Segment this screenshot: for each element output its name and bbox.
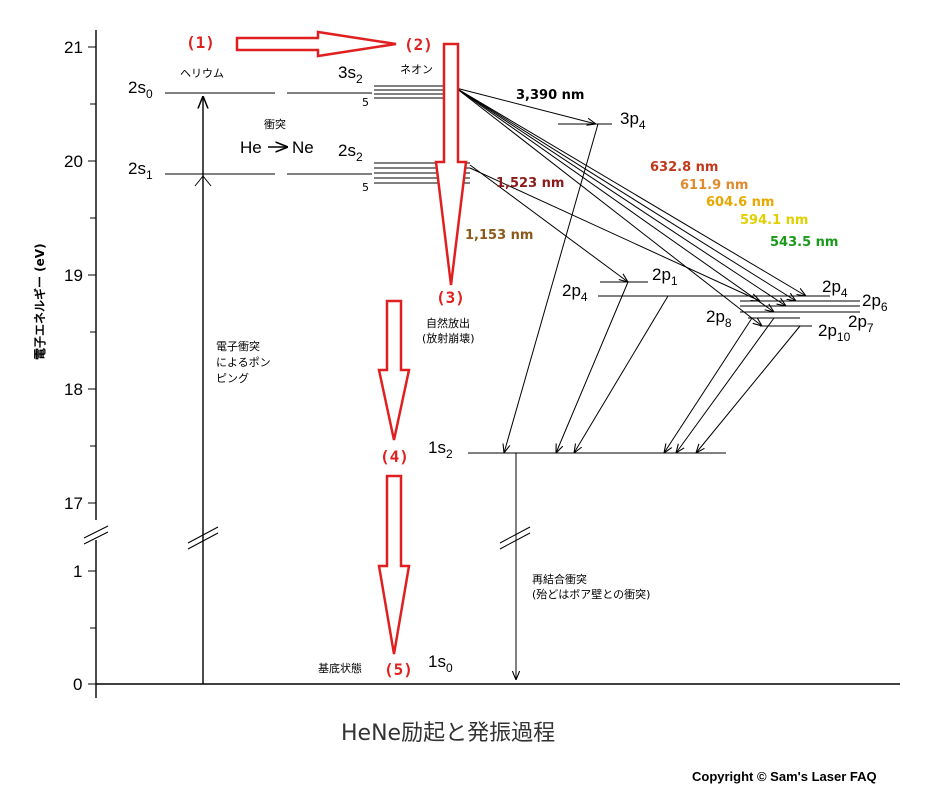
level-ne-1s2: 1s2 xyxy=(428,438,453,461)
collision-he: He xyxy=(240,138,262,157)
collision-label: 衝突 He Ne xyxy=(240,117,314,157)
collision-text: 衝突 xyxy=(264,117,286,131)
level-ne-1s0: 1s0 xyxy=(428,652,453,675)
level-ne-2s2: 2s2 xyxy=(338,141,363,164)
wavelength-3390: 3,390 nm xyxy=(516,88,584,103)
wavelength-labels: 3,390 nm 1,523 nm 1,153 nm 632.8 nm 611.… xyxy=(465,88,838,250)
process-arrow-1-to-2 xyxy=(235,30,397,58)
level-ne-2s2-count: 5 xyxy=(362,181,369,194)
recombination-break-mark xyxy=(499,526,531,544)
level-ne-3s2-count: 5 xyxy=(362,96,369,109)
recombination-label-1: 再結合衝突 xyxy=(532,572,587,586)
recombination-label-2: (殆どはボア壁との衝突) xyxy=(532,587,650,601)
spontaneous-label-2: (放射崩壊) xyxy=(422,331,475,345)
wavelength-1153: 1,153 nm xyxy=(465,228,533,243)
level-ne-2p7: 2p7 xyxy=(848,312,874,335)
collision-ne: Ne xyxy=(292,138,314,157)
wavelength-632: 632.8 nm xyxy=(650,160,718,175)
transition-3390 xyxy=(455,87,596,124)
copyright-notice: Copyright © Sam's Laser FAQ xyxy=(692,769,877,784)
transition-1153 xyxy=(469,167,760,301)
y-axis-label: 電子エネルギー (eV) xyxy=(32,243,47,360)
level-he-2s1: 2s1 xyxy=(128,159,153,182)
transition-611 xyxy=(455,87,796,301)
wavelength-604: 604.6 nm xyxy=(706,195,774,210)
spontaneous-label-1: 自然放出 xyxy=(426,316,470,330)
process-arrow-2-to-3 xyxy=(434,42,468,286)
helium-levels: 2s0 2s1 ヘリウム 電子衝突 によるポン ピング xyxy=(128,67,372,684)
step-5-label: (5) xyxy=(384,660,413,679)
tick-21: 21 xyxy=(64,38,83,57)
pumping-break-mark xyxy=(187,526,219,544)
pumping-label-1: 電子衝突 xyxy=(216,339,260,353)
transition-594 xyxy=(455,87,774,312)
annotations: 自然放出 (放射崩壊) 再結合衝突 (殆どはボア壁との衝突) 基底状態 xyxy=(318,316,650,675)
level-he-2s0: 2s0 xyxy=(128,78,153,101)
transition-543 xyxy=(455,87,762,326)
wavelength-611: 611.9 nm xyxy=(680,178,748,193)
level-ne-2p4-left: 2p4 xyxy=(562,281,588,304)
pumping-label-2: によるポン xyxy=(216,356,271,369)
level-ne-3p4: 3p4 xyxy=(620,109,646,132)
helium-label: ヘリウム xyxy=(180,67,224,80)
wavelength-1523: 1,523 nm xyxy=(496,176,564,191)
wavelength-594: 594.1 nm xyxy=(740,213,808,228)
level-ne-3s2: 3s2 xyxy=(338,63,363,86)
tick-0: 0 xyxy=(73,675,82,694)
neon-label: ネオン xyxy=(400,63,433,76)
level-ne-2p1: 2p1 xyxy=(652,265,678,288)
wavelength-543: 543.5 nm xyxy=(770,235,838,250)
transition-604 xyxy=(455,87,786,306)
process-arrows: (1) (2) (3) (4) (5) xyxy=(186,30,468,679)
diagram-title: HeNe励起と発振過程 xyxy=(341,721,555,746)
step-1-label: (1) xyxy=(186,33,215,52)
transition-632 xyxy=(455,87,806,296)
level-ne-2p8: 2p8 xyxy=(706,307,732,330)
step-4-label: (4) xyxy=(380,447,409,466)
y-axis: 21 20 19 18 17 1 0 電子エネルギー (eV) xyxy=(32,30,900,698)
tick-18: 18 xyxy=(64,380,83,399)
ground-state-label: 基底状態 xyxy=(318,661,362,675)
level-ne-2p6: 2p6 xyxy=(862,291,888,314)
step-2-label: (2) xyxy=(404,35,433,54)
laser-transitions xyxy=(455,87,806,680)
axis-break-mark xyxy=(83,525,109,539)
step-3-label: (3) xyxy=(436,288,465,307)
neon-levels: ネオン 3s2 5 2s2 5 3p4 2p1 2p4 2p4 2p6 2p7 … xyxy=(338,63,888,675)
transition-1523 xyxy=(469,164,628,282)
level-ne-2p4-right: 2p4 xyxy=(822,277,848,300)
level-ne-2p10: 2p10 xyxy=(818,321,851,344)
tick-19: 19 xyxy=(64,266,83,285)
tick-20: 20 xyxy=(64,152,83,171)
tick-17: 17 xyxy=(64,494,83,513)
tick-1: 1 xyxy=(73,562,82,581)
process-arrow-3-to-4 xyxy=(377,299,411,441)
process-arrow-4-to-5 xyxy=(377,474,411,655)
pumping-label-3: ピング xyxy=(216,371,249,385)
